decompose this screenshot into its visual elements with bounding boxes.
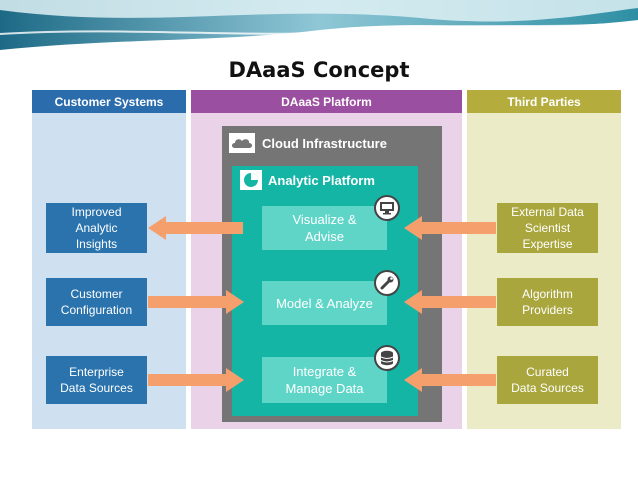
wrench-icon: [374, 270, 400, 296]
algorithm-providers-box: Algorithm Providers: [497, 278, 598, 326]
pie-chart-icon: [240, 170, 262, 190]
diagram-title: DAaaS Concept: [228, 58, 410, 82]
external-data-scientist-box: External Data Scientist Expertise: [497, 203, 598, 253]
improved-analytic-insights-box: Improved Analytic Insights: [46, 203, 147, 253]
arrow-to-improved-insights: [148, 216, 243, 240]
cloud-infrastructure-label: Cloud Infrastructure: [262, 135, 387, 151]
daaas-platform-header: DAaaS Platform: [191, 90, 462, 113]
third-parties-header: Third Parties: [467, 90, 621, 113]
curated-data-sources-box: Curated Data Sources: [497, 356, 598, 404]
monitor-icon: [374, 195, 400, 221]
model-analyze-box: Model & Analyze: [262, 281, 387, 325]
enterprise-data-sources-box: Enterprise Data Sources: [46, 356, 147, 404]
arrow-from-curated-data: [404, 368, 496, 392]
arrow-from-enterprise-data: [148, 368, 244, 392]
visualize-advise-box: Visualize & Advise: [262, 206, 387, 250]
cloud-icon: [229, 133, 255, 153]
customer-systems-header: Customer Systems: [32, 90, 186, 113]
integrate-manage-data-box: Integrate & Manage Data: [262, 357, 387, 403]
arrow-from-algorithm-providers: [404, 290, 496, 314]
header-banner: [0, 0, 638, 50]
database-icon: [374, 345, 400, 371]
arrow-from-customer-configuration: [148, 290, 244, 314]
analytic-platform-label: Analytic Platform: [268, 172, 375, 188]
arrow-from-external-scientist: [404, 216, 496, 240]
customer-configuration-box: Customer Configuration: [46, 278, 147, 326]
